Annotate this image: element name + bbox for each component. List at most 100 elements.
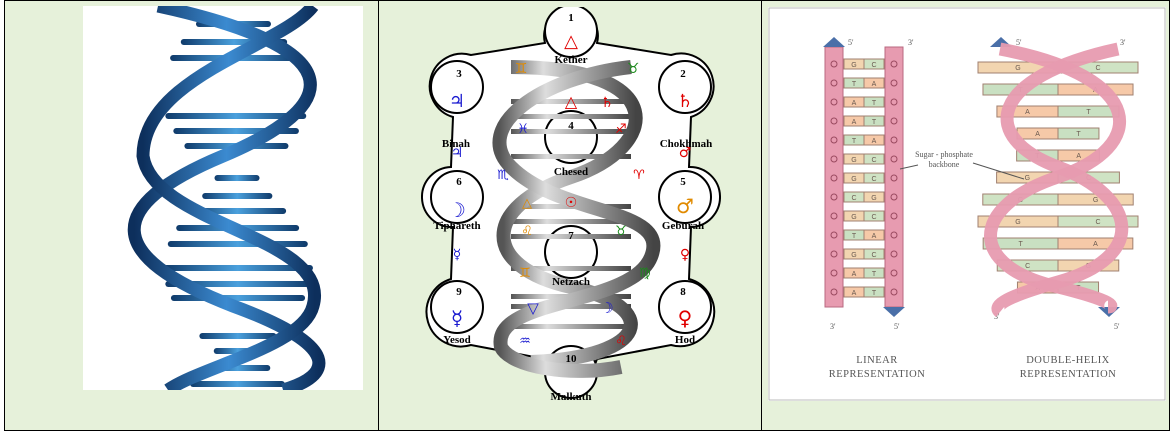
- phosphate-node: [890, 212, 898, 220]
- leo-symbol: ♌: [615, 334, 627, 349]
- sun-symbol: ☉: [565, 195, 578, 211]
- linear-caption-line1: LINEAR: [856, 355, 898, 366]
- helix-caption-line2: REPRESENTATION: [1020, 369, 1117, 380]
- base-block: [863, 58, 885, 70]
- strand-end-label: 5': [848, 38, 854, 47]
- base-letter: G: [851, 252, 856, 259]
- phosphate-node: [890, 79, 898, 87]
- sephira-circle: [658, 170, 712, 224]
- silver-rung: [511, 234, 631, 239]
- sephira-name-yesod: Yesod: [443, 334, 471, 346]
- sephira-name-malkuth: Malkuth: [551, 391, 592, 403]
- sephira-name-hod: Hod: [675, 334, 695, 346]
- phosphate-node: [830, 60, 838, 68]
- base-pair-rung: [214, 175, 260, 181]
- base-letter: T: [852, 138, 857, 145]
- base-pair-rung: [170, 295, 306, 301]
- venus-symbol: ♀: [680, 247, 690, 263]
- base-pair-rung: [165, 281, 311, 287]
- arrow-down-icon: [883, 307, 905, 317]
- sephira-circle: [544, 110, 598, 164]
- silver-rung: [511, 129, 631, 134]
- sephira-name-chesed: Chesed: [554, 166, 588, 178]
- base-pair-rung: [162, 265, 313, 271]
- silver-rung: [511, 219, 631, 224]
- pointer-left: [899, 164, 919, 170]
- base-block: [863, 115, 885, 127]
- base-pair-rung: [199, 333, 277, 339]
- sephira-circle: [658, 280, 712, 334]
- base-letter: C: [1025, 263, 1030, 270]
- sephira-number: 6: [456, 176, 462, 188]
- phosphate-node: [830, 193, 838, 201]
- base-letter: C: [871, 214, 876, 221]
- base-letter: G: [1093, 197, 1098, 204]
- phosphate-node: [890, 250, 898, 258]
- base-letter: T: [1018, 241, 1023, 248]
- base-block: [863, 229, 885, 241]
- pointer-right: [972, 162, 1025, 180]
- arrow-up-icon: [823, 37, 845, 47]
- sephira-name-binah: Binah: [442, 138, 470, 150]
- silver-rung: [511, 266, 631, 271]
- base-letter: T: [872, 271, 877, 278]
- backbone-strand-b: [136, 6, 321, 390]
- phosphate-node: [890, 193, 898, 201]
- sephira-name-chokhmah: Chokhmah: [660, 138, 713, 150]
- base-letter: T: [852, 81, 857, 88]
- base-letter: T: [1076, 131, 1081, 138]
- strand-end-label: 3': [994, 312, 1000, 321]
- phosphate-node: [830, 136, 838, 144]
- silver-rung: [511, 114, 631, 119]
- strand-end-label: 5': [1016, 38, 1022, 47]
- sephira-circle: [430, 60, 484, 114]
- base-letter: A: [852, 100, 857, 107]
- base-letter: G: [851, 157, 856, 164]
- phosphate-node: [830, 212, 838, 220]
- silver-rung: [511, 99, 631, 104]
- phosphate-node: [830, 98, 838, 106]
- dna-helix-illustration: [83, 6, 363, 390]
- base-block: [1057, 215, 1139, 228]
- phosphate-node: [830, 269, 838, 277]
- base-block: [863, 191, 885, 203]
- base-letter: T: [872, 100, 877, 107]
- base-block: [863, 267, 885, 279]
- gemini-symbol: ♊: [519, 266, 531, 281]
- mars-symbol: ♂: [679, 145, 692, 161]
- phosphate-node: [830, 250, 838, 258]
- sephira-name-tiphareth: Tiphareth: [433, 220, 480, 232]
- fire-symbol: △: [522, 196, 532, 211]
- aquarius-symbol: ♒: [519, 334, 531, 349]
- base-letter: T: [1086, 109, 1091, 116]
- gemini-symbol: ♊: [515, 61, 528, 77]
- phosphate-node: [830, 174, 838, 182]
- strand-end-label: 5': [1114, 322, 1120, 331]
- base-letter: A: [872, 81, 877, 88]
- air-symbol: ▽: [527, 299, 539, 317]
- sephira-circle: [430, 170, 484, 224]
- linear-caption-line2: REPRESENTATION: [829, 369, 926, 380]
- base-pair-rung: [165, 113, 307, 119]
- table-cell-dna-helix: [5, 1, 379, 430]
- base-letter: G: [1025, 175, 1030, 182]
- leo-symbol: ♌: [521, 224, 533, 239]
- jupiter-symbol: ♃: [451, 145, 464, 161]
- phosphate-node: [890, 231, 898, 239]
- scorpio-symbol: ♏: [497, 168, 509, 183]
- base-letter: T: [852, 233, 857, 240]
- sephira-name-geburah: Geburah: [662, 220, 704, 232]
- sephira-number: 10: [566, 353, 578, 365]
- phosphate-node: [890, 60, 898, 68]
- base-letter: A: [1035, 131, 1040, 138]
- sephira-number: 8: [680, 286, 686, 298]
- silver-rung: [511, 154, 631, 159]
- phosphate-node: [890, 288, 898, 296]
- base-block: [1057, 127, 1100, 140]
- base-letter: C: [871, 157, 876, 164]
- phosphate-node: [830, 288, 838, 296]
- mars-symbol: ♂: [676, 194, 694, 218]
- base-letter: G: [851, 62, 856, 69]
- backbone-strand-a: [127, 6, 326, 390]
